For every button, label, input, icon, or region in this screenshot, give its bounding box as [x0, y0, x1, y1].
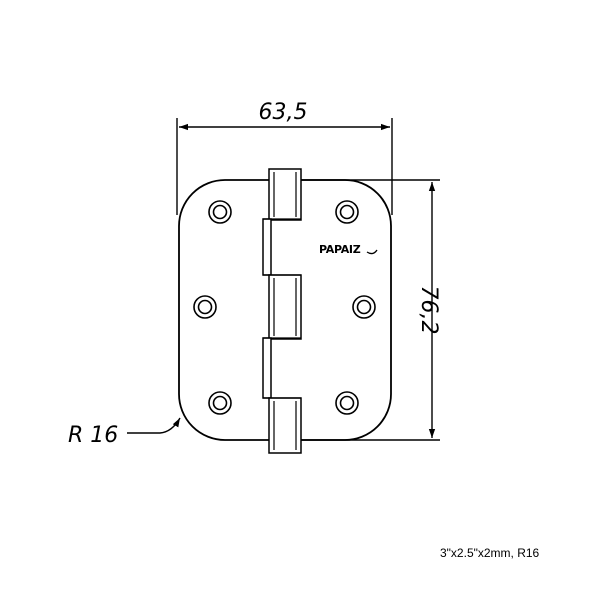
knuckle-top-inner	[262, 218, 272, 276]
width-dimension	[176, 118, 393, 215]
knuckle-detail-lines	[263, 172, 301, 450]
radius-label: R 16	[68, 423, 118, 448]
hinge-knuckles	[262, 168, 302, 454]
screw-hole-bottom-right	[335, 391, 359, 415]
screw-hole-top-right	[335, 200, 359, 224]
hinge-size-caption: 3"x2.5"x2mm, R16	[440, 546, 540, 560]
screw-hole-middle-right	[352, 295, 376, 319]
brand-logo-swoosh	[366, 249, 378, 255]
screw-hole-top-left	[208, 200, 232, 224]
brand-logo: PAPAIZ	[319, 243, 361, 256]
radius-leader	[127, 417, 181, 434]
hinge-leaf-outline	[178, 179, 392, 441]
screw-holes	[193, 200, 376, 415]
width-dimension-label: 63,5	[259, 100, 308, 125]
screw-hole-middle-left	[193, 295, 217, 319]
screw-hole-bottom-left	[208, 391, 232, 415]
height-dimension-label: 76,2	[416, 286, 441, 335]
knuckle-middle-inner	[262, 337, 272, 399]
